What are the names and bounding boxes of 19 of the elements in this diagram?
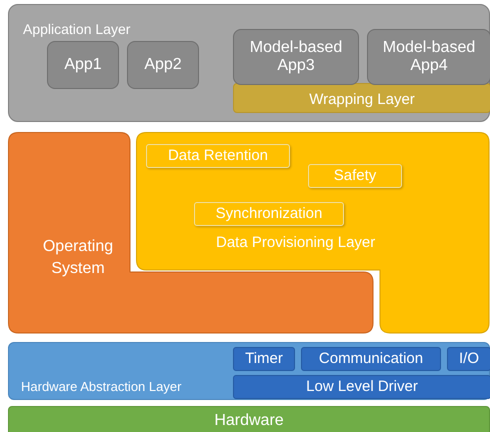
feature-tag: Synchronization: [194, 202, 344, 226]
app-box: Model-based App4: [367, 29, 490, 85]
module-box: Communication: [301, 347, 441, 371]
layer-label: Data Provisioning Layer: [216, 234, 376, 251]
layer-bar: Hardware: [8, 406, 490, 432]
layer-title: Hardware Abstraction Layer: [21, 379, 182, 394]
app-box: Model-based App3: [233, 29, 359, 85]
app-box: App2: [127, 41, 199, 89]
feature-tag: Safety: [308, 164, 402, 188]
layer-panel: [8, 342, 490, 400]
layer-label: Operating System: [42, 237, 114, 280]
module-box: Low Level Driver: [233, 375, 490, 399]
feature-tag: Data Retention: [146, 144, 290, 168]
layer-panel: [8, 4, 490, 122]
app-box: App1: [47, 41, 119, 89]
wrapping-layer-band: Wrapping Layer: [233, 83, 490, 113]
module-box: I/O: [447, 347, 490, 371]
layer-title: Application Layer: [23, 21, 130, 37]
module-box: Timer: [233, 347, 295, 371]
